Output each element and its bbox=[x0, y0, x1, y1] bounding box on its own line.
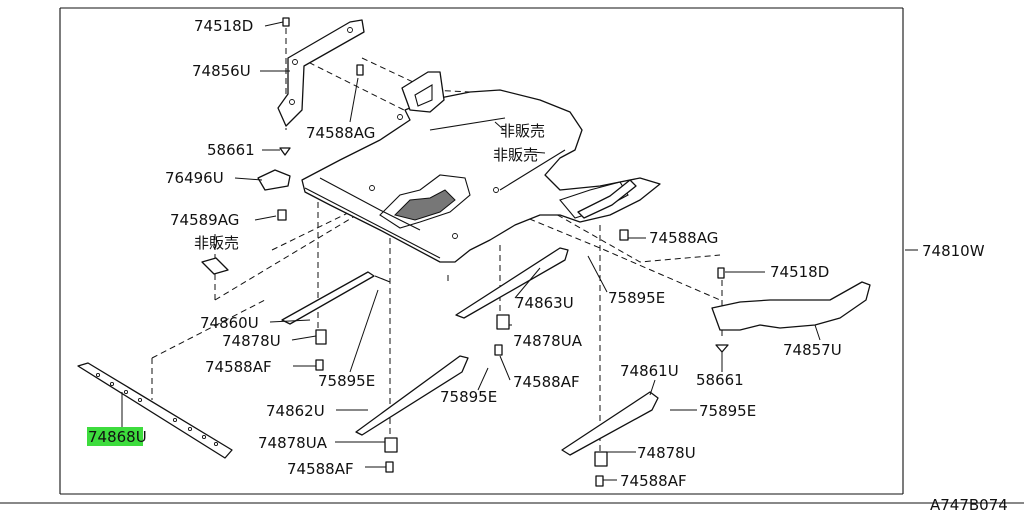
label-74588AF-a[interactable]: 74588AF bbox=[205, 358, 272, 376]
label-74588AF-b[interactable]: 74588AF bbox=[513, 373, 580, 391]
leader-lines bbox=[121, 21, 918, 481]
label-75895E-b[interactable]: 75895E bbox=[318, 372, 375, 390]
label-74856U[interactable]: 74856U bbox=[192, 62, 251, 80]
label-74589AG[interactable]: 74589AG bbox=[170, 211, 239, 229]
label-58661-right[interactable]: 58661 bbox=[696, 371, 744, 389]
fasteners bbox=[277, 17, 729, 487]
label-non-sale-left[interactable]: 非販売 bbox=[194, 234, 239, 252]
label-74878U-b[interactable]: 74878U bbox=[637, 444, 696, 462]
label-76496U[interactable]: 76496U bbox=[165, 169, 224, 187]
rail-74862U bbox=[355, 355, 469, 436]
label-75895E-c[interactable]: 75895E bbox=[699, 402, 756, 420]
rail-74860U bbox=[281, 271, 391, 325]
clip-76496U bbox=[257, 169, 291, 191]
label-74878UA-b[interactable]: 74878UA bbox=[258, 434, 328, 452]
label-74588AG-top[interactable]: 74588AG bbox=[306, 124, 375, 142]
rail-74861U bbox=[561, 391, 659, 456]
part-labels: 74518D 74856U 74588AG 58661 76496U 74589… bbox=[88, 17, 1008, 512]
label-74518D-right[interactable]: 74518D bbox=[770, 263, 829, 281]
label-75895E-d[interactable]: 75895E bbox=[440, 388, 497, 406]
diagram-frame bbox=[0, 7, 1024, 504]
label-74868U-number: 74868 bbox=[88, 428, 136, 446]
label-74588AF-c[interactable]: 74588AF bbox=[287, 460, 354, 478]
label-74878U-a[interactable]: 74878U bbox=[222, 332, 281, 350]
label-74861U[interactable]: 74861U bbox=[620, 362, 679, 380]
label-74868U[interactable]: 74868U bbox=[88, 428, 147, 446]
label-74863U[interactable]: 74863U bbox=[515, 294, 574, 312]
label-74810W[interactable]: 74810W bbox=[922, 242, 985, 260]
floor-bracket bbox=[401, 71, 637, 219]
floor-cover-74810W bbox=[301, 89, 661, 263]
label-74862U[interactable]: 74862U bbox=[266, 402, 325, 420]
rail-74863U bbox=[455, 247, 569, 319]
label-74868U-suffix: U bbox=[136, 428, 147, 446]
label-74878UA-a[interactable]: 74878UA bbox=[513, 332, 583, 350]
label-non-sale-mid[interactable]: 非販売 bbox=[493, 146, 538, 164]
label-74518D-top[interactable]: 74518D bbox=[194, 17, 253, 35]
cover-74857U bbox=[711, 281, 871, 331]
bar-74868U bbox=[77, 362, 233, 459]
label-74588AF-d[interactable]: 74588AF bbox=[620, 472, 687, 490]
label-74857U[interactable]: 74857U bbox=[783, 341, 842, 359]
label-non-sale-top[interactable]: 非販売 bbox=[500, 122, 545, 140]
label-74588AG-right[interactable]: 74588AG bbox=[649, 229, 718, 247]
bracket-74856U bbox=[277, 19, 365, 127]
non-sale-clip bbox=[201, 257, 229, 275]
label-74860U[interactable]: 74860U bbox=[200, 314, 259, 332]
label-58661-left[interactable]: 58661 bbox=[207, 141, 255, 159]
label-75895E-a[interactable]: 75895E bbox=[608, 289, 665, 307]
diagram-reference-code: A747B074 bbox=[930, 496, 1008, 512]
part-highlight bbox=[87, 427, 143, 446]
